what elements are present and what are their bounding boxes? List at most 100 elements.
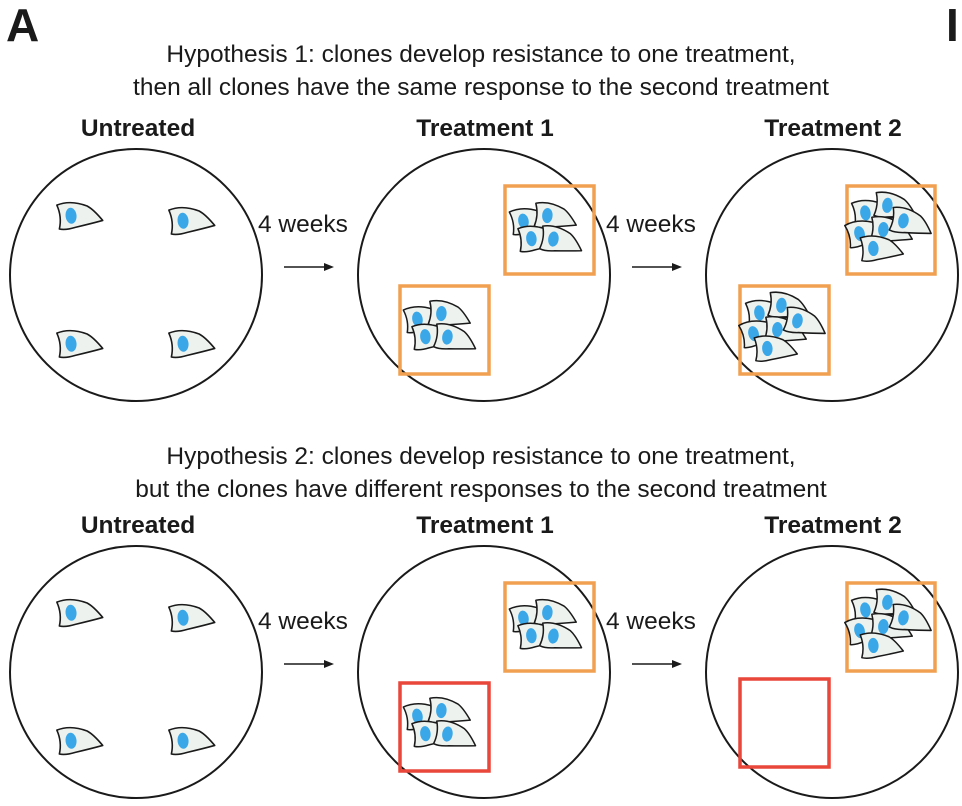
cell-nucleus	[526, 628, 537, 644]
cell-nucleus	[526, 231, 537, 247]
cell-nucleus	[436, 305, 447, 322]
cell-nucleus	[882, 197, 893, 213]
hypothesis-2-title: Hypothesis 2: clones develop resistance …	[0, 440, 962, 506]
cell-nucleus	[420, 329, 431, 345]
cell-nucleus	[65, 604, 77, 621]
cell-nucleus	[542, 604, 553, 621]
cell-nucleus	[442, 726, 453, 742]
h1-treatment1-label: Treatment 1	[416, 115, 554, 142]
h2-arrow-2-label: 4 weeks	[606, 608, 696, 635]
cell-body	[56, 726, 104, 756]
cell-nucleus	[754, 305, 765, 321]
cell-nucleus	[177, 212, 189, 229]
next-panel-label: I	[946, 0, 959, 51]
h1-untreated-cell	[56, 329, 104, 359]
h2-untreated-cell	[168, 726, 216, 756]
cell-body	[168, 603, 216, 633]
cell-body	[427, 696, 471, 724]
cell-nucleus	[412, 311, 423, 327]
cell-nucleus	[776, 297, 787, 313]
h2-t1-clone-b-box	[398, 681, 491, 773]
h2-untreated-dish	[9, 545, 263, 799]
arrow-head	[672, 263, 682, 271]
cell-nucleus	[772, 321, 783, 338]
cell-nucleus	[420, 726, 431, 742]
hypothesis-1-line-1: Hypothesis 1: clones develop resistance …	[166, 41, 796, 68]
hypothesis-1-line-2: then all clones have the same response t…	[133, 74, 829, 101]
clone-cell	[533, 598, 577, 626]
h1-treatment1-dish	[357, 148, 611, 402]
cell-nucleus	[177, 609, 189, 626]
cell-nucleus	[878, 618, 889, 635]
h1-t1-clone-a-box	[503, 184, 596, 276]
cell-nucleus	[898, 213, 909, 229]
cell-nucleus	[518, 610, 529, 626]
h1-untreated-cell	[168, 206, 216, 236]
cell-nucleus	[878, 221, 889, 238]
cell-nucleus	[65, 732, 77, 749]
hypothesis-2-line-2: but the clones have different responses …	[135, 476, 827, 503]
h1-t2-clone-a	[844, 191, 932, 263]
h1-arrow-1	[284, 263, 334, 271]
h1-arrow-2-label: 4 weeks	[606, 211, 696, 238]
h2-treatment2-label: Treatment 2	[764, 512, 902, 539]
h2-t2-clone-b-box	[738, 677, 831, 769]
h1-untreated-cell	[168, 329, 216, 359]
h1-arrow-1-label: 4 weeks	[258, 211, 348, 238]
h2-untreated-label: Untreated	[80, 512, 196, 539]
h1-untreated-dish	[9, 148, 263, 402]
h1-treatment2-label: Treatment 2	[764, 115, 902, 142]
clone-cell	[538, 622, 583, 649]
clone-cell	[432, 720, 477, 747]
cell-nucleus	[177, 335, 189, 352]
cell-nucleus	[860, 205, 871, 221]
cell-nucleus	[898, 610, 909, 626]
cell-nucleus	[436, 702, 447, 719]
clone-cell	[427, 696, 471, 724]
cell-nucleus	[860, 602, 871, 618]
cell-body	[533, 598, 577, 626]
h1-t1-clone-b	[402, 299, 477, 351]
hypothesis-1-title: Hypothesis 1: clones develop resistance …	[0, 38, 962, 104]
cell-nucleus	[542, 207, 553, 224]
cell-nucleus	[412, 708, 423, 724]
h2-t1-clone-a	[508, 598, 583, 650]
h1-t1-clone-a	[508, 201, 583, 253]
h1-t2-clone-b	[738, 291, 826, 363]
arrow-head	[324, 660, 334, 668]
h1-untreated-cell	[56, 201, 104, 231]
cell-nucleus	[868, 240, 879, 257]
cell-body	[56, 201, 104, 231]
h1-t2-clone-b-box	[738, 284, 831, 376]
h1-t1-clone-b-box	[398, 284, 491, 376]
cell-nucleus	[442, 329, 453, 345]
cell-body	[168, 206, 216, 236]
clone-cell	[753, 335, 799, 363]
cell-nucleus	[882, 594, 893, 610]
clone-cell	[432, 323, 477, 350]
h2-t2-clone-a	[844, 588, 932, 660]
h1-untreated-label: Untreated	[80, 115, 196, 142]
arrow-head	[324, 263, 334, 271]
h2-arrow-1	[284, 660, 334, 668]
h2-t1-clone-b	[402, 696, 477, 748]
cell-nucleus	[792, 313, 803, 329]
cell-body	[168, 329, 216, 359]
h2-untreated-cell	[168, 603, 216, 633]
cell-body	[56, 329, 104, 359]
h2-treatment2-dish	[705, 545, 959, 799]
cell-body	[538, 622, 583, 649]
arrow-head	[672, 660, 682, 668]
h2-arrow-2	[632, 660, 682, 668]
clone-cell	[888, 603, 932, 632]
h2-arrow-1-label: 4 weeks	[258, 608, 348, 635]
cell-nucleus	[868, 637, 879, 654]
panel-label: A	[6, 0, 40, 51]
cell-nucleus	[177, 732, 189, 749]
clone-cell	[859, 235, 905, 263]
cell-body	[432, 720, 477, 747]
h1-treatment2-dish	[705, 148, 959, 402]
cell-body	[533, 201, 577, 229]
clone-cell	[859, 632, 905, 660]
h2-treatment1-dish	[357, 545, 611, 799]
